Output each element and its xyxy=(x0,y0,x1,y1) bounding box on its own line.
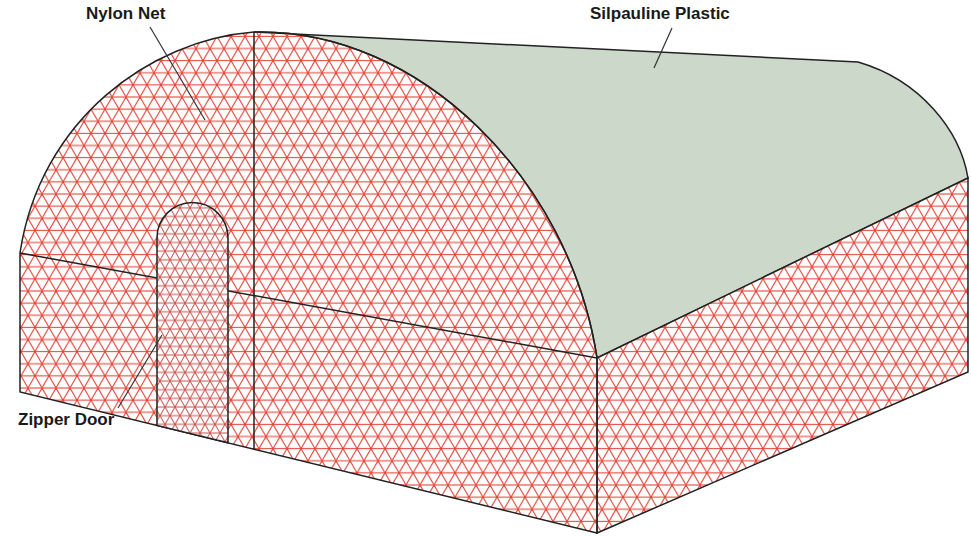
side-wall-ground xyxy=(597,178,968,533)
door-ground xyxy=(157,202,228,442)
front-wall-net xyxy=(20,32,597,533)
leader-line xyxy=(118,335,162,408)
leader-line xyxy=(654,28,672,68)
zipper-door xyxy=(157,202,228,442)
leader-line xyxy=(150,27,205,120)
callout-label: Nylon Net xyxy=(86,4,165,24)
wall-beam xyxy=(20,253,597,358)
callout-label: Silpauline Plastic xyxy=(590,4,730,24)
centre-pole xyxy=(253,32,255,449)
side-wall-net xyxy=(597,178,968,533)
callout-label: Zipper Door xyxy=(18,410,114,430)
